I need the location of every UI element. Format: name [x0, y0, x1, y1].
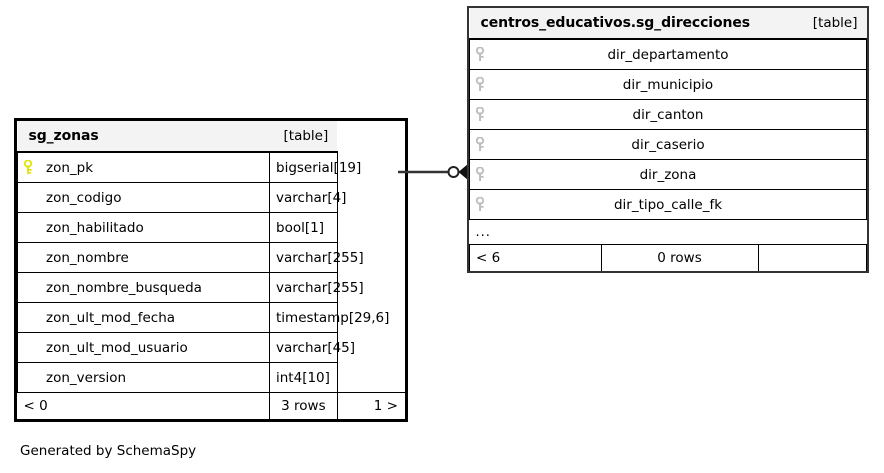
column-name: zon_ult_mod_usuario: [46, 339, 188, 356]
relationship-connector: [398, 163, 470, 181]
table-row[interactable]: zon_habilitado bool[1]: [17, 212, 406, 243]
column-type: bigserial[19]: [276, 159, 362, 176]
table-type-tag: [table]: [812, 15, 858, 31]
column-type: varchar[255]: [276, 279, 364, 296]
table-type-tag: [table]: [283, 128, 329, 144]
column-name: zon_version: [46, 369, 127, 386]
table-row[interactable]: zon_ult_mod_fecha timestamp[29,6]: [17, 302, 406, 333]
table-row[interactable]: dir_departamento: [469, 38, 867, 70]
column-name: zon_nombre: [46, 249, 129, 266]
key-icon-primary: [18, 160, 40, 175]
column-type: bool[1]: [276, 219, 324, 236]
column-name: zon_pk: [46, 159, 94, 176]
table-row[interactable]: dir_tipo_calle_fk: [469, 189, 867, 220]
key-icon-indexed: [470, 100, 492, 129]
table-row[interactable]: dir_canton: [469, 99, 867, 130]
table-header-sg-direcciones: centros_educativos.sg_direcciones [table…: [469, 8, 867, 40]
table-sg-zonas[interactable]: sg_zonas [table] zon_pk: [14, 118, 408, 422]
footer-prev-link[interactable]: < 6: [476, 250, 501, 266]
table-grid-sg-zonas: sg_zonas [table] zon_pk: [17, 121, 405, 419]
table-sg-direcciones[interactable]: centros_educativos.sg_direcciones [table…: [467, 6, 869, 273]
table-row[interactable]: zon_nombre_busqueda varchar[255]: [17, 272, 406, 303]
key-icon-indexed: [470, 70, 492, 99]
table-row[interactable]: dir_zona: [469, 159, 867, 190]
ellipsis-label: ...: [475, 224, 491, 240]
table-footer-sg-zonas: < 0 3 rows 1 >: [17, 392, 405, 419]
footer-row-count: 3 rows: [281, 398, 326, 414]
column-name: zon_nombre_busqueda: [46, 279, 202, 296]
column-name: zon_codigo: [46, 189, 122, 206]
column-type: int4[10]: [276, 369, 330, 386]
column-name: dir_caserio: [631, 136, 705, 153]
column-name: dir_departamento: [607, 46, 729, 63]
table-row[interactable]: zon_nombre varchar[255]: [17, 242, 406, 273]
footer-row-count: 0 rows: [657, 250, 702, 266]
column-name: dir_tipo_calle_fk: [613, 196, 723, 213]
column-type: varchar[45]: [276, 339, 356, 356]
table-row[interactable]: dir_caserio: [469, 129, 867, 160]
key-icon-indexed: [470, 40, 492, 69]
column-type: timestamp[29,6]: [276, 309, 390, 326]
footer-prev-link[interactable]: < 0: [23, 398, 48, 414]
column-name: dir_municipio: [622, 76, 714, 93]
table-grid-sg-direcciones: centros_educativos.sg_direcciones [table…: [469, 8, 867, 271]
column-type: varchar[255]: [276, 249, 364, 266]
table-row[interactable]: zon_ult_mod_usuario varchar[45]: [17, 332, 406, 363]
table-title: sg_zonas: [28, 128, 99, 144]
table-row[interactable]: dir_municipio: [469, 69, 867, 100]
column-type: varchar[4]: [276, 189, 347, 206]
table-footer-sg-direcciones: < 6 0 rows: [469, 244, 867, 271]
generator-note: Generated by SchemaSpy: [20, 443, 197, 459]
key-icon-indexed: [470, 130, 492, 159]
table-row[interactable]: zon_pk bigserial[19]: [17, 151, 406, 183]
column-name: zon_ult_mod_fecha: [46, 309, 176, 326]
table-row[interactable]: zon_version int4[10]: [17, 362, 406, 393]
column-name: dir_canton: [632, 106, 704, 123]
key-icon-indexed: [470, 160, 492, 189]
footer-next-link[interactable]: 1 >: [373, 398, 398, 414]
table-row[interactable]: zon_codigo varchar[4]: [17, 182, 406, 213]
column-name: zon_habilitado: [46, 219, 144, 236]
table-title: centros_educativos.sg_direcciones: [480, 15, 751, 31]
key-icon-indexed: [470, 190, 492, 219]
more-columns-indicator: ...: [469, 219, 867, 245]
column-name: dir_zona: [639, 166, 697, 183]
table-header-sg-zonas: sg_zonas [table]: [17, 121, 406, 153]
